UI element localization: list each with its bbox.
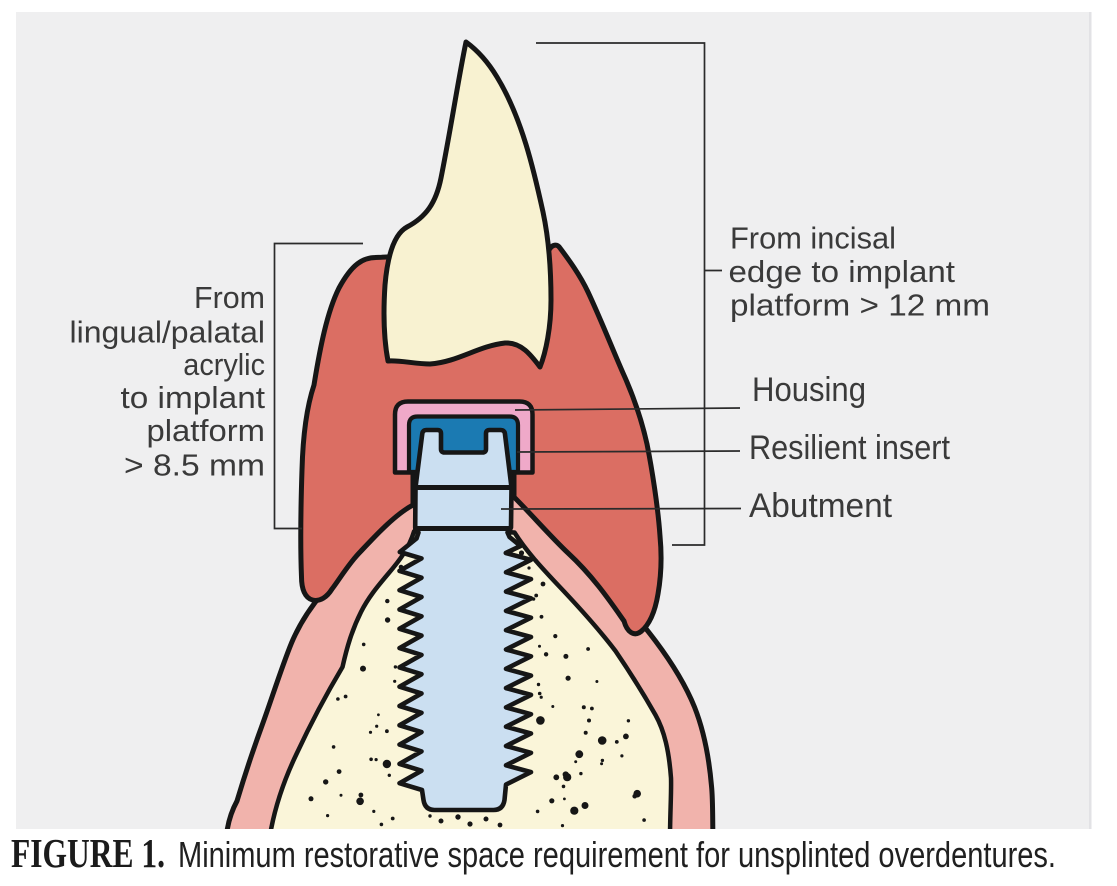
svg-text:From incisal: From incisal: [730, 221, 896, 256]
svg-text:> 8.5 mm: > 8.5 mm: [124, 447, 265, 482]
svg-text:FIGURE 1.: FIGURE 1.: [11, 830, 165, 876]
svg-text:Housing: Housing: [752, 371, 866, 409]
svg-text:Resilient insert: Resilient insert: [749, 429, 950, 467]
svg-text:Minimum restorative space requ: Minimum restorative space requirement fo…: [178, 834, 1056, 875]
svg-text:acrylic: acrylic: [183, 347, 265, 382]
svg-text:edge to implant: edge to implant: [729, 254, 956, 289]
svg-text:Abutment: Abutment: [749, 487, 893, 525]
svg-text:platform > 12 mm: platform > 12 mm: [730, 287, 990, 322]
svg-text:platform: platform: [147, 413, 266, 448]
svg-text:lingual/palatal: lingual/palatal: [70, 315, 266, 350]
svg-text:to implant: to implant: [121, 380, 266, 415]
svg-text:From: From: [194, 280, 265, 315]
